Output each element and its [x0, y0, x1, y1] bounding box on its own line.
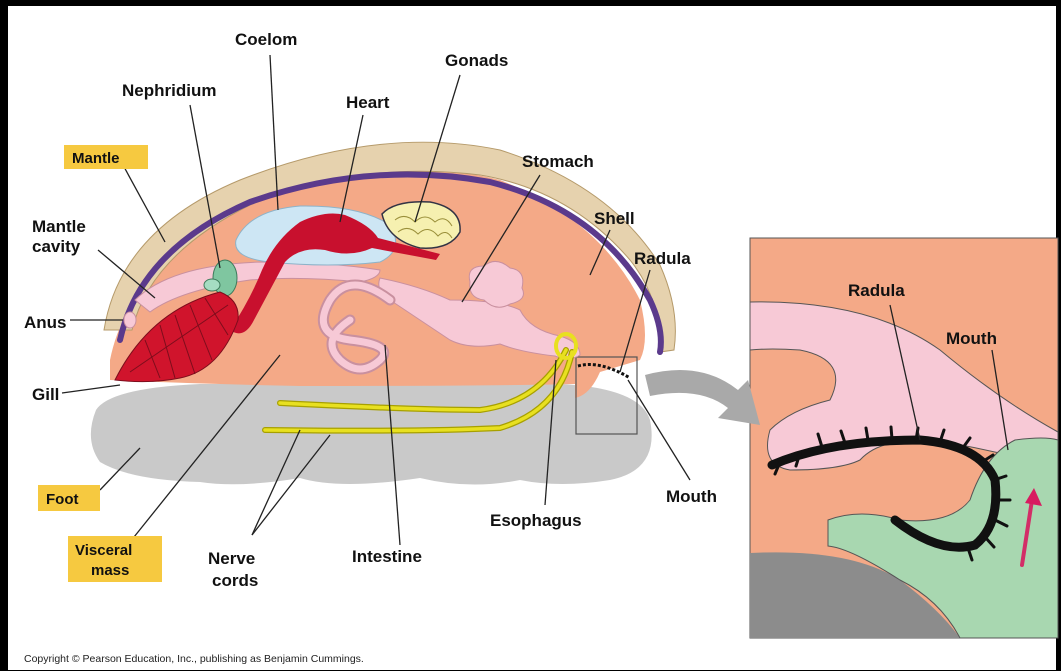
label-mouth: Mouth [666, 487, 717, 506]
label-stomach: Stomach [522, 152, 594, 171]
nephridium-shape [213, 260, 237, 296]
label-nerve-cords-line2: cords [212, 571, 258, 590]
anus-shape [124, 312, 136, 328]
nephridium-duct [204, 279, 220, 291]
label-nerve-cords-line1: Nerve [208, 549, 255, 568]
label-anus: Anus [24, 313, 67, 332]
foot-shape [91, 384, 652, 485]
label-gonads: Gonads [445, 51, 508, 70]
label-foot: Foot [46, 491, 78, 508]
label-inset-radula: Radula [848, 281, 905, 300]
label-mantle-cavity-line2: cavity [32, 237, 81, 256]
label-coelom: Coelom [235, 30, 297, 49]
label-heart: Heart [346, 93, 390, 112]
label-radula: Radula [634, 249, 691, 268]
label-inset-mouth: Mouth [946, 329, 997, 348]
label-intestine: Intestine [352, 547, 422, 566]
label-visceral-mass-line1: Visceral [75, 542, 132, 559]
label-mantle: Mantle [72, 150, 120, 167]
label-shell: Shell [594, 209, 635, 228]
label-esophagus: Esophagus [490, 511, 582, 530]
label-visceral-mass-line2: mass [91, 562, 129, 579]
copyright-notice: Copyright © Pearson Education, Inc., pub… [24, 653, 364, 665]
label-nephridium: Nephridium [122, 81, 216, 100]
label-gill: Gill [32, 385, 59, 404]
label-mantle-cavity-line1: Mantle [32, 217, 86, 236]
